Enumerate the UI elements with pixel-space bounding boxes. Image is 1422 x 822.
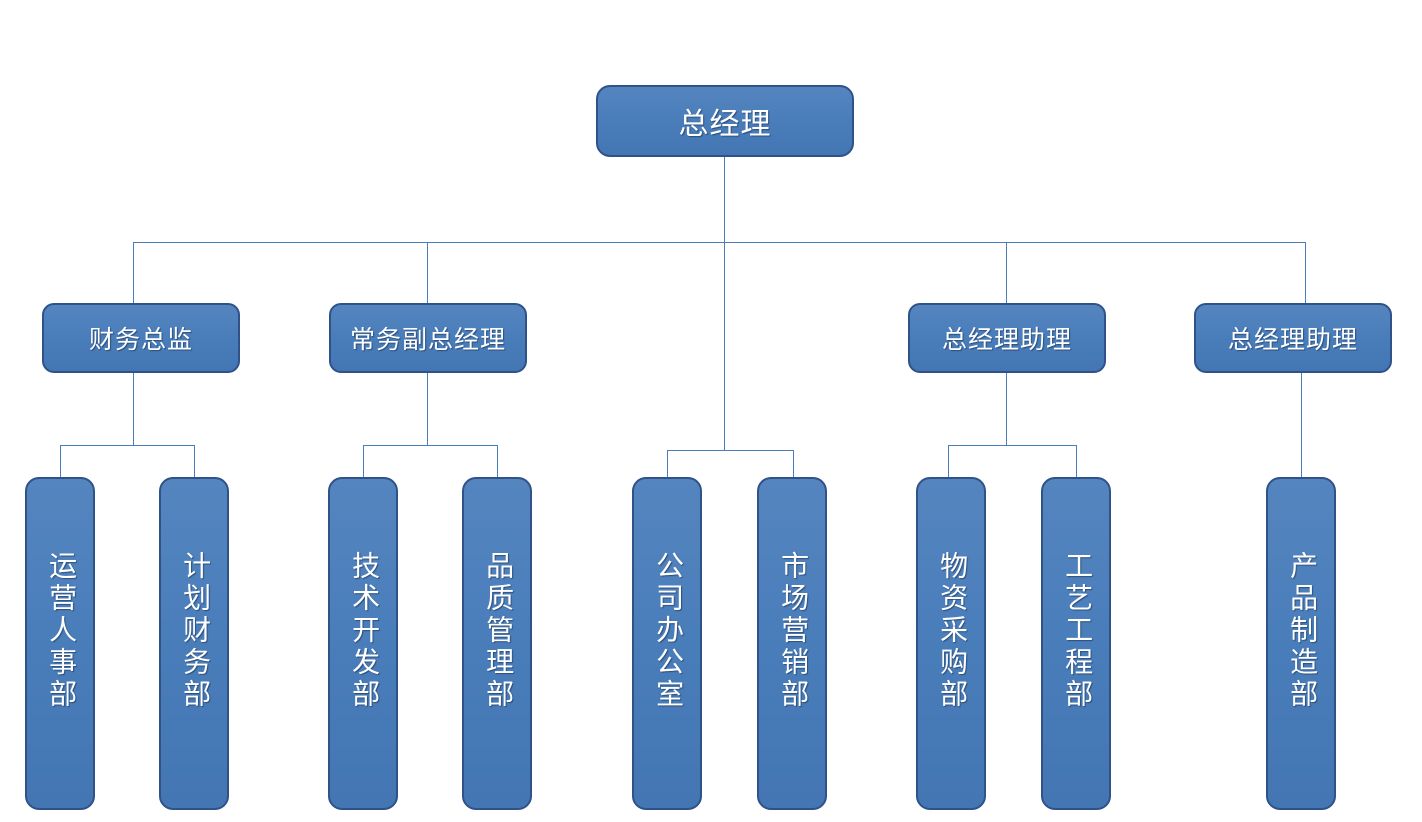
node-label: 技术开发部 xyxy=(348,551,380,711)
connector-bus-finance-director xyxy=(60,445,194,446)
connector-bus-root-direct xyxy=(667,450,793,451)
node-label: 品质管理部 xyxy=(482,551,514,711)
node-label: 市场营销部 xyxy=(777,551,809,711)
node-dept-manufacturing[interactable]: 产品制造部 xyxy=(1266,477,1336,810)
node-general-manager-assistant-1[interactable]: 总经理助理 xyxy=(908,303,1106,373)
connector-main-bus xyxy=(133,242,1306,243)
connector-drop-dept-operations-hr xyxy=(60,445,61,477)
node-label: 计划财务部 xyxy=(179,551,211,711)
node-dept-quality-management[interactable]: 品质管理部 xyxy=(462,477,532,810)
node-label: 财务总监 xyxy=(88,327,193,354)
node-label: 总经理 xyxy=(678,108,772,141)
connector-root-stem xyxy=(724,157,725,450)
node-label: 产品制造部 xyxy=(1286,551,1318,711)
connector-drop-dept-procurement xyxy=(948,445,949,477)
node-dept-marketing[interactable]: 市场营销部 xyxy=(757,477,827,810)
node-dept-company-office[interactable]: 公司办公室 xyxy=(632,477,702,810)
node-label: 总经理助理 xyxy=(941,327,1072,354)
connector-drop-dept-planning-finance xyxy=(194,445,195,477)
node-dept-planning-finance[interactable]: 计划财务部 xyxy=(159,477,229,810)
connector-drop-finance-director xyxy=(133,242,134,303)
node-label: 公司办公室 xyxy=(652,551,684,711)
node-dept-operations-hr[interactable]: 运营人事部 xyxy=(25,477,95,810)
connector-drop-executive-deputy-gm xyxy=(427,242,428,303)
connector-drop-gm-assistant-1 xyxy=(1006,242,1007,303)
node-dept-procurement[interactable]: 物资采购部 xyxy=(916,477,986,810)
connector-drop-dept-marketing xyxy=(793,450,794,477)
connector-drop-dept-quality-management xyxy=(497,445,498,477)
node-executive-deputy-general-manager[interactable]: 常务副总经理 xyxy=(329,303,527,373)
connector-drop-gm-assistant-2 xyxy=(1305,242,1306,303)
node-label: 运营人事部 xyxy=(45,551,77,711)
node-dept-process-engineering[interactable]: 工艺工程部 xyxy=(1041,477,1111,810)
node-dept-tech-development[interactable]: 技术开发部 xyxy=(328,477,398,810)
connector-stem-executive-deputy-gm xyxy=(427,373,428,445)
connector-drop-dept-tech-development xyxy=(363,445,364,477)
node-finance-director[interactable]: 财务总监 xyxy=(42,303,240,373)
connector-bus-executive-deputy-gm xyxy=(363,445,497,446)
node-label: 工艺工程部 xyxy=(1061,551,1093,711)
node-label: 常务副总经理 xyxy=(349,327,506,354)
connector-drop-dept-company-office xyxy=(667,450,668,477)
connector-stem-finance-director xyxy=(133,373,134,445)
connector-drop-dept-manufacturing xyxy=(1301,373,1302,477)
node-label: 物资采购部 xyxy=(936,551,968,711)
connector-drop-dept-process-engineering xyxy=(1076,445,1077,477)
node-general-manager-assistant-2[interactable]: 总经理助理 xyxy=(1194,303,1392,373)
node-general-manager[interactable]: 总经理 xyxy=(596,85,854,157)
node-label: 总经理助理 xyxy=(1227,327,1358,354)
connector-stem-gm-assistant-1 xyxy=(1006,373,1007,445)
connector-bus-gm-assistant-1 xyxy=(948,445,1076,446)
